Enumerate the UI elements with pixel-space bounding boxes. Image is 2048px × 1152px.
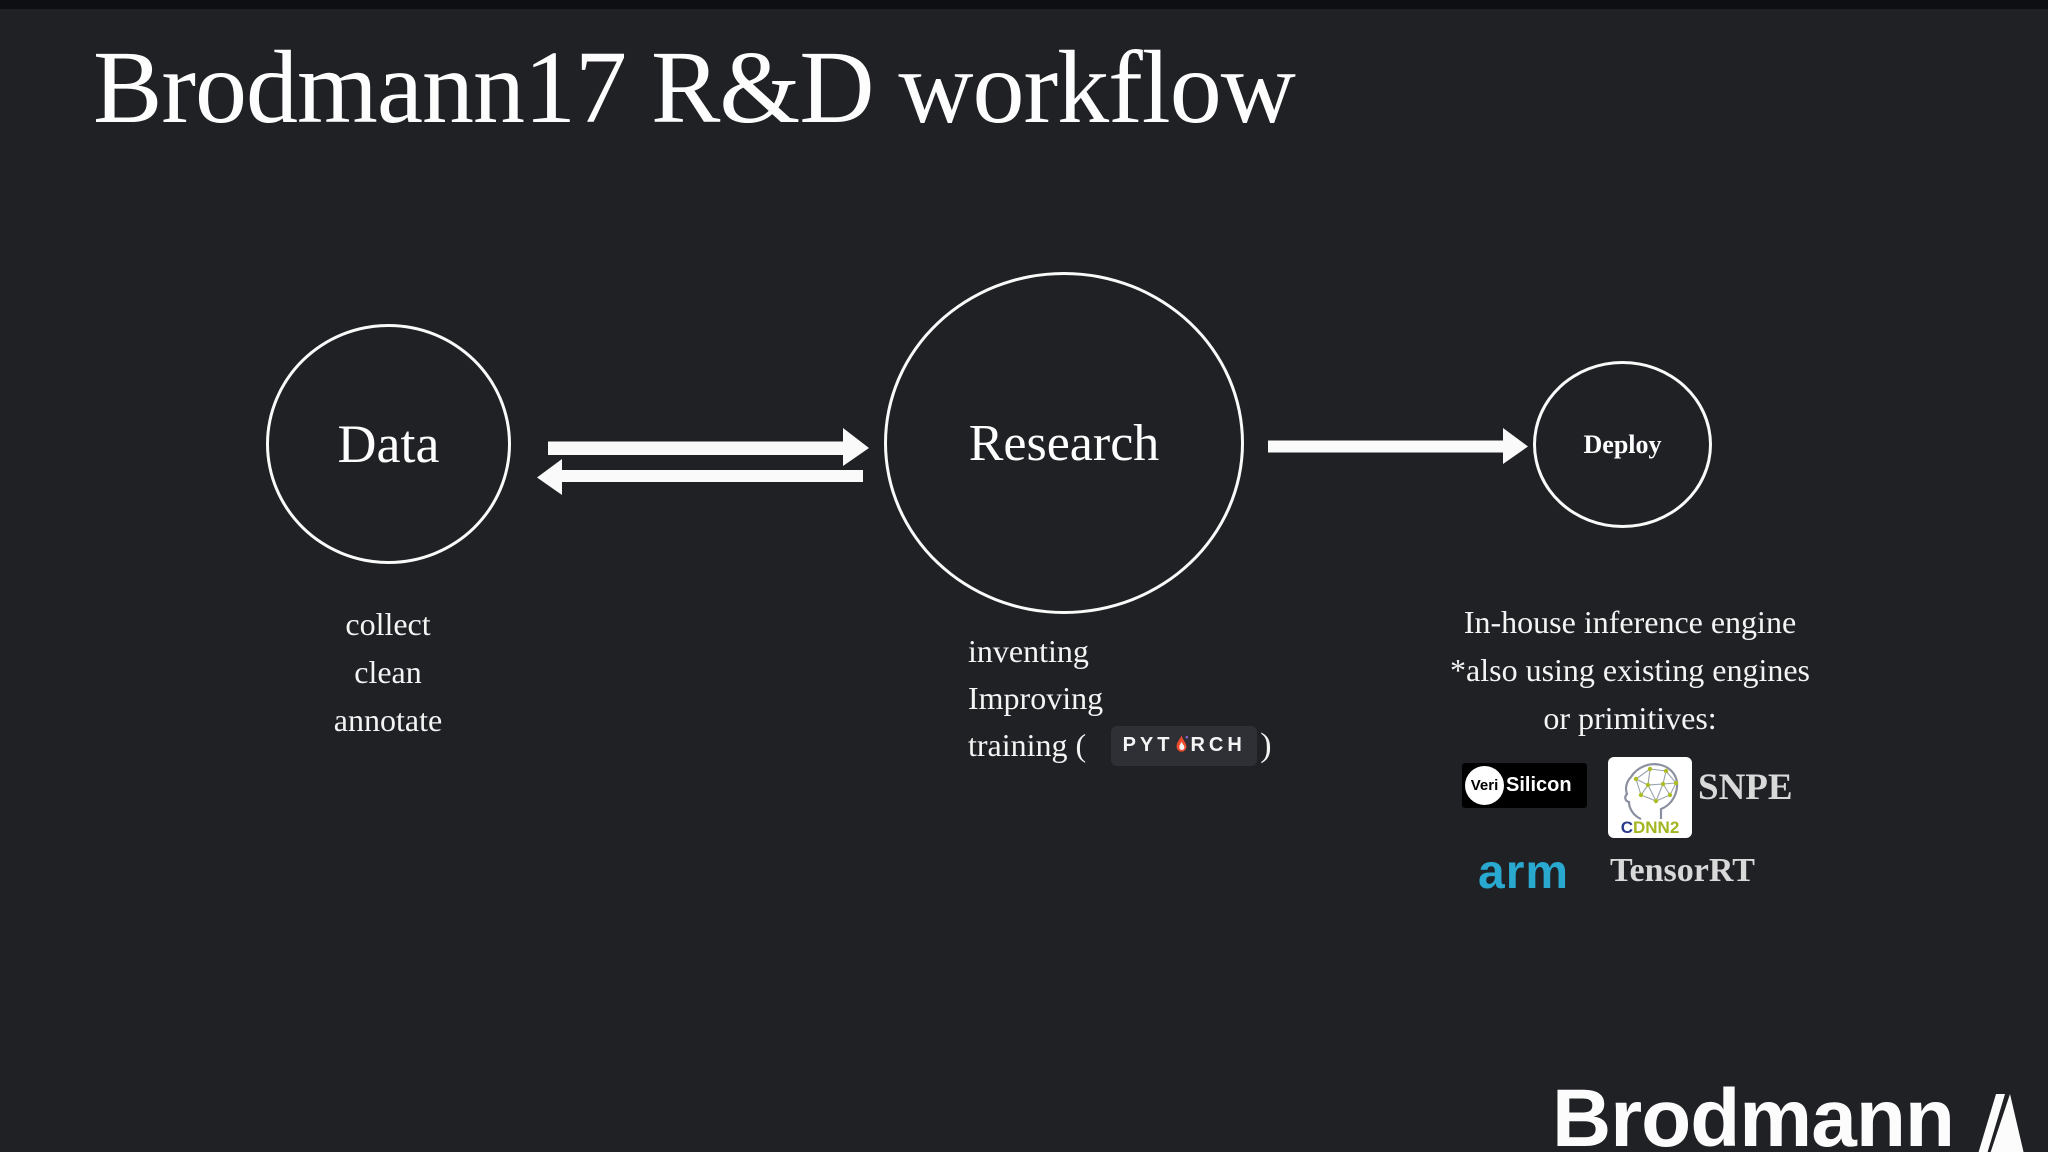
arm-logo: arm [1478, 846, 1570, 899]
pytorch-text-left: PYT [1122, 734, 1174, 756]
footer-brand-text: Brodmann [1552, 1073, 1955, 1152]
slide-title: Brodmann17 R&D workflow [93, 30, 1296, 145]
footer-brand-logo: Brodmann [1552, 1078, 2028, 1152]
research-node-label: Research [968, 414, 1160, 472]
training-open-text: training ( [968, 727, 1087, 763]
deploy-node-circle: Deploy [1533, 361, 1712, 528]
pytorch-logo: PYT RCH [1111, 725, 1258, 766]
data-note-collect: collect [345, 606, 431, 642]
arrow-data-to-research-icon [548, 428, 869, 466]
research-note-inventing: inventing [968, 633, 1089, 669]
data-node-circle: Data [266, 324, 511, 564]
verisilicon-logo: Veri Silicon [1462, 763, 1587, 808]
deploy-notes: In-house inference engine *also using ex… [1438, 598, 1822, 742]
tensorrt-logo: TensorRT [1610, 852, 1755, 889]
brodmann17-mark-icon [1978, 1094, 2024, 1152]
data-note-clean: clean [354, 654, 422, 690]
deploy-note-inhouse: In-house inference engine [1463, 604, 1797, 640]
pytorch-text-right: RCH [1190, 734, 1246, 756]
training-close-text: ) [1260, 727, 1272, 764]
cdnn2-text-dnn2: DNN2 [1633, 818, 1679, 837]
deploy-note-primitives: or primitives: [1543, 700, 1717, 736]
snpe-logo: SNPE [1698, 767, 1793, 808]
research-notes: inventing Improving training ( PYT RCH ) [968, 628, 1272, 769]
cdnn2-text-c: C [1621, 818, 1633, 837]
cdnn2-mesh-nodes-icon [1633, 766, 1679, 804]
data-notes: collect clean annotate [268, 600, 508, 744]
cdnn2-head-outline-icon [1624, 763, 1679, 821]
arrow-research-to-data-icon [537, 459, 863, 495]
deploy-node-label: Deploy [1583, 429, 1662, 459]
top-edge-band [0, 0, 2048, 9]
research-note-improving: Improving [968, 680, 1104, 716]
deploy-note-existing: *also using existing engines [1450, 652, 1810, 688]
data-node-label: Data [337, 414, 440, 474]
data-note-annotate: annotate [333, 702, 443, 738]
verisilicon-circle-icon: Veri [1465, 766, 1504, 805]
svg-text:CDNN2: CDNN2 [1621, 818, 1680, 837]
research-note-training-line: training ( PYT RCH ) [968, 722, 1272, 769]
research-node-circle: Research [884, 272, 1244, 614]
cdnn2-logo: CDNN2 [1608, 757, 1692, 838]
pytorch-flame-icon [1177, 734, 1189, 752]
verisilicon-text: Silicon [1506, 774, 1572, 796]
arrow-research-to-deploy-icon [1268, 428, 1528, 464]
